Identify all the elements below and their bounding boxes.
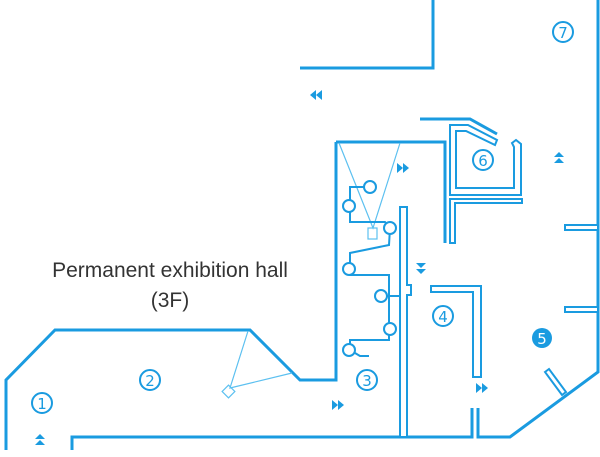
room-marker-1: 1 — [31, 392, 53, 414]
hall-title: Permanent exhibition hall (3F) — [20, 256, 320, 316]
wall-top — [300, 0, 435, 70]
wall-room4 — [430, 285, 482, 378]
hall-title-line2: (3F) — [150, 289, 190, 312]
room-marker-2: 2 — [139, 369, 161, 391]
double-chevron-up-icon — [35, 434, 45, 445]
room-marker-7: 7 — [552, 21, 574, 43]
double-chevron-right-icon — [476, 383, 488, 393]
walls — [4, 0, 600, 450]
device-icon — [367, 227, 378, 240]
wall-room2 — [4, 142, 338, 450]
svg-text:6: 6 — [478, 152, 488, 170]
wall-room6-bottom — [449, 198, 523, 244]
svg-text:1: 1 — [37, 395, 47, 413]
camera-icon — [221, 384, 236, 399]
svg-text:3: 3 — [362, 372, 372, 390]
double-chevron-right-icon — [332, 400, 344, 410]
hall-title-line1: Permanent exhibition hall — [52, 259, 288, 282]
wall-right — [476, 0, 600, 439]
double-chevron-up-icon — [554, 152, 564, 163]
sightlines — [221, 142, 401, 399]
wall-room6-top — [420, 117, 498, 136]
svg-text:2: 2 — [145, 372, 155, 390]
wall-bottom — [70, 408, 474, 450]
room-marker-6: 6 — [472, 149, 494, 171]
room-marker-4: 4 — [432, 305, 454, 327]
svg-text:7: 7 — [558, 24, 568, 42]
window — [543, 367, 568, 397]
exhibit-route — [342, 180, 400, 357]
arrows — [35, 90, 564, 445]
wall-room3-top — [336, 140, 447, 243]
wall-room6 — [449, 124, 522, 196]
window — [564, 224, 599, 231]
window — [564, 306, 599, 313]
wall-partition — [399, 206, 412, 438]
double-chevron-down-icon — [416, 263, 426, 274]
svg-text:4: 4 — [438, 308, 448, 326]
room-marker-5: 5 — [532, 328, 552, 348]
double-chevron-left-icon — [310, 90, 322, 100]
svg-text:5: 5 — [537, 330, 547, 348]
double-chevron-right-icon — [397, 163, 409, 173]
room-marker-3: 3 — [356, 369, 378, 391]
